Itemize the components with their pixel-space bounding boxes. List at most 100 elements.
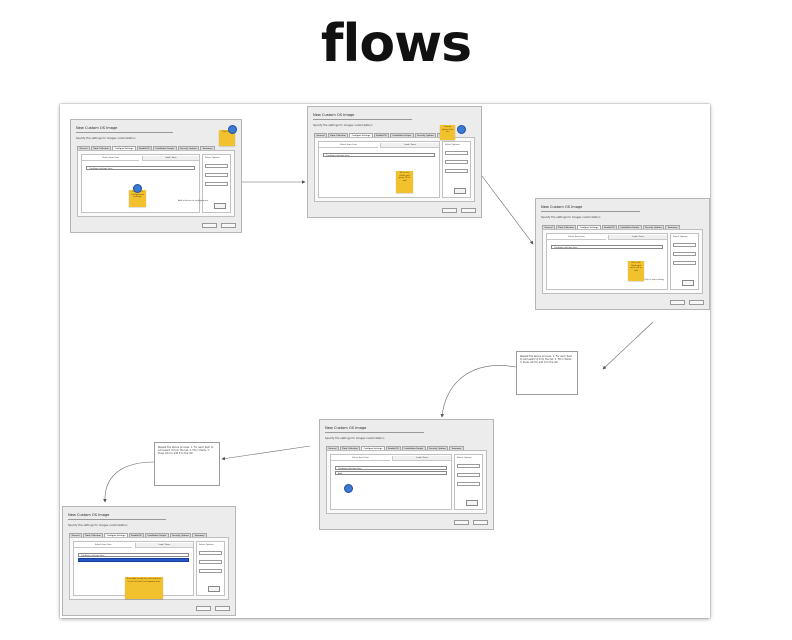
select-options-panel: Select Options: [196, 541, 225, 596]
select-options-panel: Select Options: [442, 141, 471, 198]
step-marker-icon: [457, 125, 466, 134]
settings-frame: Select from Lists Load / Save Configure …: [542, 229, 703, 294]
cancel-button[interactable]: [461, 208, 476, 213]
cancel-button[interactable]: [215, 606, 230, 611]
select-options-title: Select Options: [457, 457, 472, 459]
settings-list-panel: Select from Lists Load / Save Configure …: [73, 541, 194, 596]
option-field[interactable]: [457, 473, 480, 477]
option-field[interactable]: [445, 160, 468, 164]
option-field[interactable]: [199, 551, 222, 555]
subtab-select-from-lists[interactable]: Select from Lists: [319, 143, 378, 148]
flow-arrow: [481, 175, 534, 245]
settings-list-panel: Select from Lists Load / Save Configure …: [546, 233, 668, 290]
window-subtitle: Specify the settings for images customiz…: [313, 124, 373, 127]
settings-list-item[interactable]: Add: [335, 471, 447, 475]
option-field[interactable]: [457, 482, 480, 486]
select-options-title: Select Options: [199, 544, 214, 546]
settings-dropdown[interactable]: Configure settings here: [78, 553, 189, 557]
back-button[interactable]: [670, 300, 685, 305]
subtab-load-save[interactable]: Load / Save: [141, 156, 199, 161]
add-button[interactable]: [682, 280, 694, 286]
step-marker-icon: [344, 484, 353, 493]
add-button[interactable]: [454, 188, 466, 194]
select-options-title: Select Options: [445, 144, 460, 146]
settings-list-panel: Select from Lists Load / Save Configure …: [81, 154, 200, 213]
settings-frame: Select from Lists Load / Save Configure …: [69, 537, 229, 600]
sticky-note: Choose option from list: [440, 125, 455, 140]
select-options-panel: Select Options: [202, 154, 231, 213]
flow-screen-1: New Custom OS Image Specify the settings…: [70, 119, 242, 233]
flow-screen-4: New Custom OS Image Specify the settings…: [319, 419, 494, 530]
title-divider: [68, 519, 167, 520]
instruction-note: Repeat the above process. 1. For each it…: [154, 442, 220, 486]
back-button[interactable]: [454, 520, 469, 525]
option-field[interactable]: [199, 560, 222, 564]
option-field[interactable]: [457, 464, 480, 468]
window-subtitle: Specify the settings for images customiz…: [76, 137, 136, 140]
selected-list-item[interactable]: [78, 558, 189, 562]
title-divider: [325, 432, 424, 433]
settings-list-panel: Select from Lists Load / Save Configure …: [330, 454, 452, 510]
sticky-note: Fill in the fields and press OK to add: [396, 171, 413, 193]
cancel-button[interactable]: [473, 520, 488, 525]
window-subtitle: Specify the settings for images customiz…: [541, 216, 601, 219]
back-button[interactable]: [202, 223, 217, 228]
flow-screen-2: New Custom OS Image Specify the settings…: [307, 106, 482, 218]
window-subtitle: Specify the settings for images customiz…: [68, 524, 128, 527]
sticky-note: Fill in the fields and press OK to add: [628, 261, 644, 281]
flow-screen-3: New Custom OS Image Specify the settings…: [535, 198, 710, 310]
select-options-panel: Select Options: [670, 233, 699, 290]
window-subtitle: Specify the settings for images customiz…: [325, 437, 385, 440]
title-divider: [313, 119, 412, 120]
window-title: New Custom OS Image: [325, 426, 367, 430]
subtab-load-save[interactable]: Load / Save: [392, 456, 451, 461]
add-button[interactable]: [214, 203, 226, 209]
step-marker-icon: [228, 125, 237, 134]
add-button[interactable]: [466, 500, 478, 506]
cancel-button[interactable]: [221, 223, 236, 228]
option-field[interactable]: [673, 252, 696, 256]
option-field[interactable]: [673, 261, 696, 265]
cancel-button[interactable]: [689, 300, 704, 305]
instruction-note: Repeat the above process. 1. For each it…: [516, 351, 578, 395]
select-options-title: Select Options: [673, 236, 688, 238]
settings-frame: Select from Lists Load / Save Configure …: [326, 450, 487, 514]
option-field[interactable]: [205, 173, 228, 177]
subtab-select-from-lists[interactable]: Select from Lists: [74, 543, 133, 548]
window-title: New Custom OS Image: [76, 126, 118, 130]
flow-board: New Custom OS Image Specify the settings…: [60, 104, 710, 618]
flow-screen-5: New Custom OS Image Specify the settings…: [62, 506, 236, 616]
window-title: New Custom OS Image: [313, 113, 355, 117]
subtab-select-from-lists[interactable]: Select from Lists: [82, 156, 140, 161]
settings-list-panel: Select from Lists Load / Save Configure …: [318, 141, 440, 198]
option-field[interactable]: [445, 169, 468, 173]
title-divider: [76, 132, 173, 133]
settings-dropdown[interactable]: Configure settings here: [335, 466, 447, 470]
back-button[interactable]: [442, 208, 457, 213]
back-button[interactable]: [196, 606, 211, 611]
subtab-select-from-lists[interactable]: Select from Lists: [331, 456, 390, 461]
settings-frame: Select from Lists Load / Save Configure …: [314, 137, 475, 202]
flow-arrow: [602, 321, 654, 370]
option-field[interactable]: [205, 164, 228, 168]
subtab-load-save[interactable]: Load / Save: [134, 543, 193, 548]
settings-dropdown[interactable]: Configure settings here: [86, 166, 195, 170]
add-button[interactable]: [208, 586, 220, 592]
option-field[interactable]: [205, 182, 228, 186]
settings-dropdown[interactable]: Configure settings here: [551, 245, 663, 249]
sticky-note: Click here: [219, 130, 235, 146]
window-title: New Custom OS Image: [541, 205, 583, 209]
subtab-load-save[interactable]: Load / Save: [380, 143, 439, 148]
option-field[interactable]: [199, 569, 222, 573]
subtab-select-from-lists[interactable]: Select from Lists: [547, 235, 606, 240]
option-field[interactable]: [673, 243, 696, 247]
select-options-title: Select Options: [205, 157, 220, 159]
settings-frame: Select from Lists Load / Save Configure …: [77, 150, 235, 217]
option-field[interactable]: [445, 151, 468, 155]
sticky-note: Press Add to add the selected item to th…: [125, 577, 163, 599]
settings-dropdown[interactable]: Configure settings here: [323, 153, 435, 157]
flow-arrow: [221, 445, 311, 461]
flow-arrow: [440, 365, 517, 418]
subtab-load-save[interactable]: Load / Save: [608, 235, 667, 240]
flow-arrow: [103, 461, 155, 503]
